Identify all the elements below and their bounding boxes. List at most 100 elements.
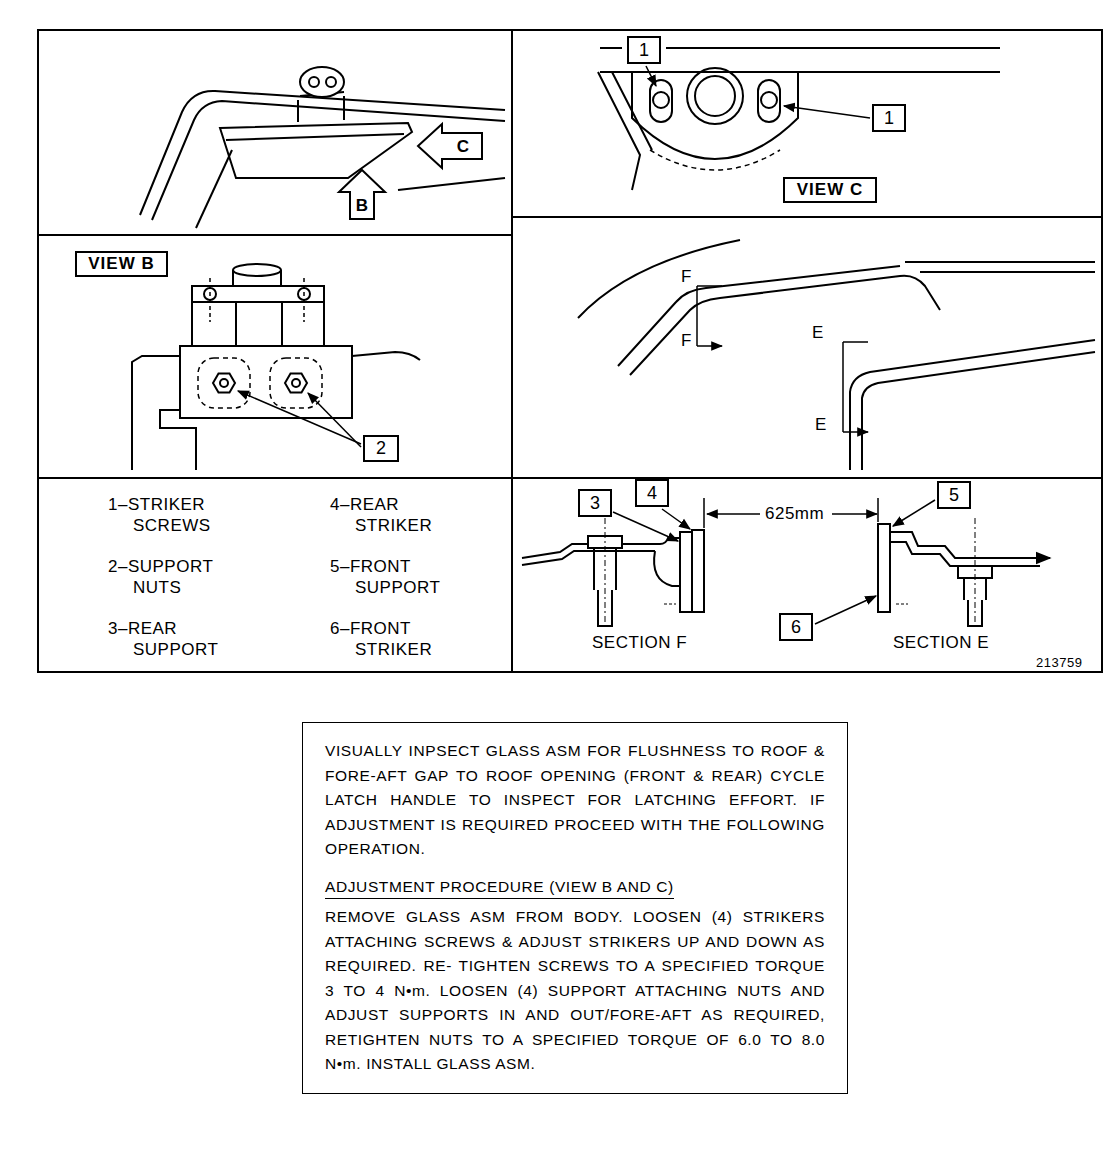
node-text: 3	[590, 493, 600, 514]
panel-frame	[38, 30, 1102, 672]
roof-opening-illustration	[696, 286, 698, 346]
roof-opening-illustration	[905, 262, 1095, 272]
section-illustration	[815, 596, 876, 624]
view-title: VIEW B	[75, 251, 168, 277]
view-b-illustration	[132, 356, 196, 470]
view-c-illustration	[646, 66, 656, 86]
node-text: 5	[949, 485, 959, 506]
section-illustration	[896, 604, 908, 605]
roof-opening-illustration	[578, 240, 1095, 470]
view-arrow: B	[338, 170, 386, 220]
arrow-outline	[339, 170, 385, 219]
section-mark: E	[812, 322, 824, 343]
callout-number: 3	[578, 489, 612, 517]
roof-latch-illustration	[309, 77, 319, 87]
view-b-illustration	[233, 270, 281, 286]
section-illustration	[522, 551, 655, 565]
view-b-illustration	[292, 379, 300, 387]
section-illustration	[890, 542, 1040, 566]
view-b-illustration	[285, 374, 307, 393]
view-arrow: C	[418, 124, 484, 170]
view-c-illustration	[687, 68, 743, 124]
node-text: 4	[647, 483, 657, 504]
view-b-illustration	[132, 264, 420, 470]
section-illustration	[692, 530, 704, 612]
callout-number: 1	[872, 104, 906, 132]
view-b-illustration	[238, 391, 361, 444]
view-c-illustration	[632, 72, 798, 159]
view-b-illustration	[270, 358, 322, 408]
view-c-illustration	[761, 92, 777, 108]
callout-number: 4	[635, 479, 669, 507]
view-b-illustration	[210, 278, 304, 322]
note-heading: ADJUSTMENT PROCEDURE (VIEW B AND C)	[325, 876, 674, 899]
section-illustration	[613, 512, 678, 541]
view-c-illustration	[758, 80, 780, 122]
view-b-illustration	[352, 352, 420, 360]
section-illustration	[893, 500, 935, 526]
roof-opening-illustration	[850, 340, 1095, 470]
legend-item: 6–FRONT STRIKER	[330, 618, 455, 660]
roof-opening-illustration	[618, 266, 900, 366]
section-mark: F	[681, 266, 692, 287]
section-illustration	[662, 509, 690, 529]
roof-latch-illustration	[220, 123, 412, 178]
callout-number: 1	[627, 36, 661, 64]
figure-number: 213759	[1036, 652, 1082, 673]
section-illustration	[975, 518, 976, 626]
view-b-illustration	[220, 379, 228, 387]
node-text: 6	[791, 617, 801, 638]
section-illustration	[605, 518, 606, 626]
roof-latch-illustration	[398, 178, 505, 190]
view-c-illustration	[600, 71, 1000, 73]
legend-item: 5–FRONT SUPPORT	[330, 556, 455, 598]
roof-latch-illustration	[152, 101, 505, 220]
node-text: 2	[376, 438, 386, 459]
panel-frame	[512, 217, 1102, 478]
section-illustration	[680, 532, 692, 612]
section-mark: E	[815, 414, 827, 435]
roof-latch-illustration	[298, 96, 344, 122]
roof-opening-illustration	[843, 342, 868, 432]
legend-item: 2–SUPPORT NUTS	[108, 556, 233, 598]
panel-frame	[511, 30, 513, 672]
view-title: VIEW C	[783, 177, 877, 203]
section-illustration	[522, 498, 1050, 626]
node-text: VIEW C	[797, 180, 863, 200]
note-text: VISUALLY INPSECT GLASS ASM FOR FLUSHNESS…	[325, 739, 825, 862]
node-text: B	[356, 196, 368, 216]
view-c-illustration	[653, 92, 669, 108]
panel-frame	[38, 235, 512, 478]
roof-opening-illustration	[862, 352, 1095, 470]
note-text: REMOVE GLASS ASM FROM BODY. LOOSEN (4) S…	[325, 905, 825, 1077]
view-c-illustration	[650, 80, 672, 122]
legend-item: 3–REAR SUPPORT	[108, 618, 233, 660]
node-text: VIEW B	[88, 254, 154, 274]
callout-number: 6	[779, 613, 813, 641]
view-b-illustration	[213, 374, 235, 393]
callout-number: 5	[937, 481, 971, 509]
node-text: C	[457, 137, 469, 157]
roof-latch-illustration	[140, 67, 505, 228]
roof-opening-illustration	[697, 286, 722, 346]
roof-latch-illustration	[226, 134, 404, 140]
section-illustration	[832, 513, 877, 515]
section-illustration	[878, 524, 890, 612]
arrow-outline	[418, 124, 484, 170]
roof-opening-illustration	[842, 342, 844, 432]
roof-latch-illustration	[300, 67, 344, 97]
view-c-illustration	[650, 150, 780, 170]
arrow-outline	[418, 124, 482, 168]
view-c-illustration	[784, 106, 870, 118]
node-text: 1	[639, 40, 649, 61]
view-b-illustration	[233, 264, 281, 276]
dimension-label: 625mm	[762, 503, 827, 524]
roof-opening-illustration	[630, 276, 940, 375]
view-c-illustration	[598, 48, 1000, 190]
section-illustration	[594, 548, 616, 626]
panel-frame	[38, 30, 1102, 672]
section-illustration	[707, 513, 760, 515]
callout-number: 2	[363, 435, 399, 462]
roof-latch-illustration	[326, 77, 336, 87]
